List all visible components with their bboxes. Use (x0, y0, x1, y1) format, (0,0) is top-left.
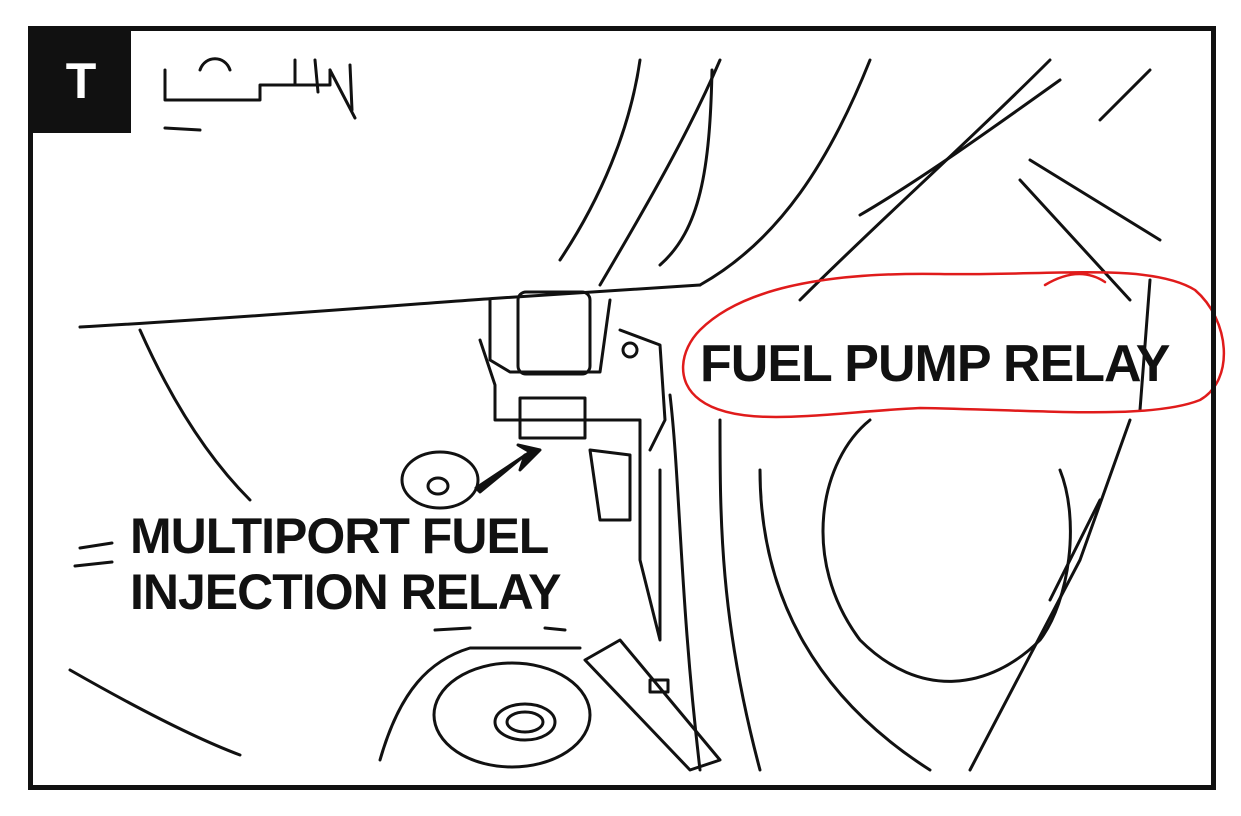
dash-panel-line-9 (1098, 68, 1152, 122)
vertical-pillar-2 (668, 393, 702, 772)
left-curve-2 (68, 668, 242, 757)
wheel-well (821, 418, 1072, 683)
left-dash-2 (73, 560, 114, 568)
relay-lower-body (518, 396, 587, 440)
right-inner-edge (1048, 498, 1102, 602)
mpfi-relay-label: MULTIPORT FUEL INJECTION RELAY (130, 508, 561, 620)
left-dash-1 (78, 541, 114, 550)
relay-upper-body (516, 290, 592, 376)
dash-panel-line-2 (598, 58, 722, 287)
floor-hole-mid (493, 702, 557, 742)
top-bracket-corner (348, 63, 354, 112)
relay-upper-mount (488, 298, 612, 374)
floor-contour (378, 646, 582, 762)
grommet-upper-outer (400, 450, 480, 510)
relay-bolt (621, 341, 639, 359)
top-bracket-tick-2 (313, 58, 320, 94)
relay-bracket-side (618, 328, 667, 452)
dash-panel-line-1 (558, 58, 642, 262)
floor-hole-outer (432, 661, 592, 769)
top-dash (163, 126, 202, 132)
wheel-well-lip (758, 468, 932, 772)
lower-dash-1 (433, 626, 472, 632)
right-panel-edge (968, 418, 1132, 772)
dash-panel-line-5 (798, 58, 1052, 302)
sill-clip (648, 678, 670, 694)
view-badge: T (31, 29, 131, 133)
dash-panel-line-4 (698, 58, 872, 287)
grommet-upper-inner (426, 476, 450, 496)
dash-panel-line-3 (658, 68, 714, 267)
dash-lower-edge (78, 283, 702, 329)
fuel-pump-relay-label: FUEL PUMP RELAY (700, 335, 1170, 393)
mpfi-relay-label-line-1: MULTIPORT FUEL (130, 508, 549, 564)
dash-panel-line-6 (858, 78, 1062, 217)
dash-panel-line-8 (1018, 178, 1132, 302)
highlight-circle (681, 270, 1226, 419)
sill-strip (583, 638, 722, 772)
lower-dash-2 (543, 626, 567, 632)
top-bracket-outline (163, 68, 332, 102)
relay-harness (588, 448, 632, 522)
top-bracket-curve (198, 57, 232, 72)
diagram-frame (28, 26, 1216, 790)
mpfi-relay-label-line-2: INJECTION RELAY (130, 564, 561, 620)
dash-panel-line-7 (1028, 158, 1162, 242)
right-side-line (1138, 278, 1152, 412)
pointer-arrow (474, 443, 542, 494)
vertical-pillar-1 (638, 458, 662, 642)
vertical-pillar-3 (718, 418, 762, 772)
floor-hole-inner (505, 710, 545, 734)
left-curve-1 (138, 328, 252, 502)
relay-bracket (478, 338, 642, 462)
